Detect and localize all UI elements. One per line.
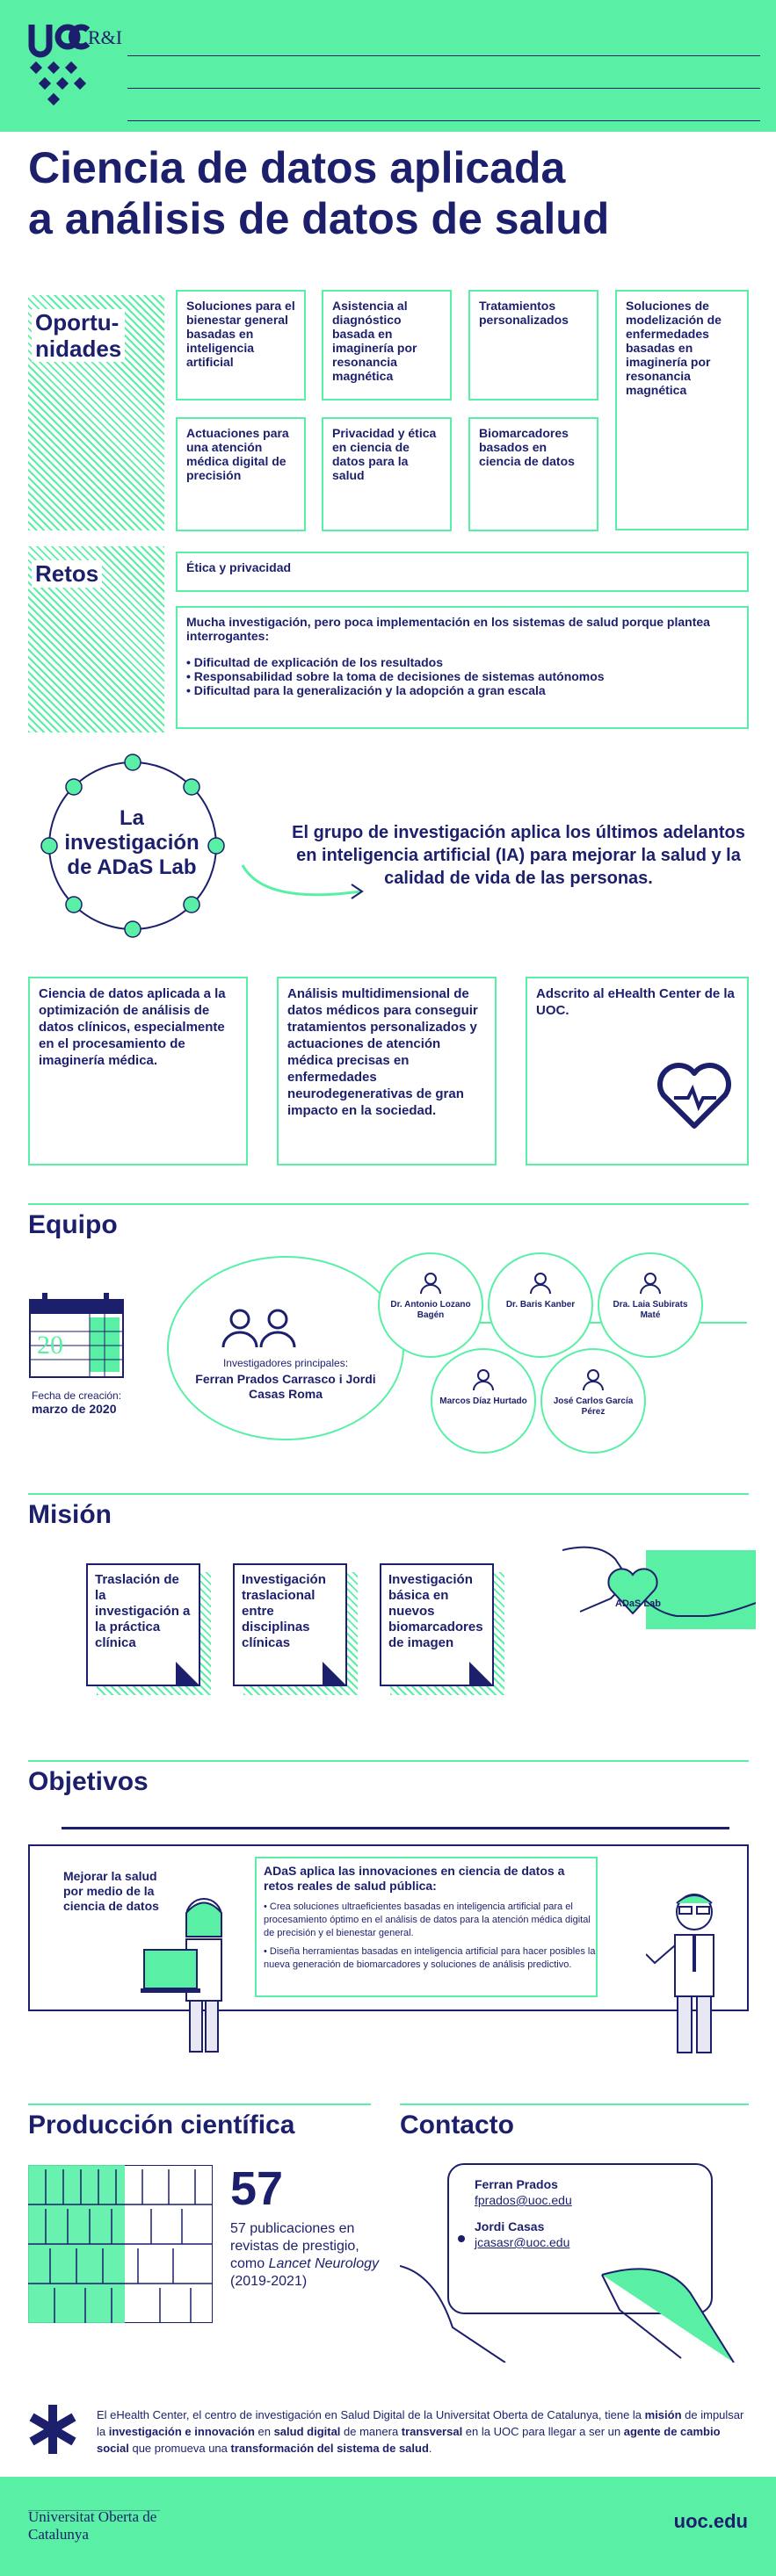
member-card: José Carlos García Pérez [549, 1368, 637, 1418]
mision-doc: Investigación básica en nuevos biomarcad… [380, 1563, 504, 1695]
header-line [127, 88, 760, 89]
person-icon [529, 1272, 552, 1295]
heart-pulse-icon [655, 1056, 734, 1135]
objetivos-left-text: Mejorar la salud por medio de la ciencia… [63, 1869, 159, 1913]
oportunidad-card: Soluciones para el bienestar general bas… [176, 290, 306, 400]
header-line [127, 120, 760, 121]
lab-circle [32, 745, 234, 947]
creation-date: Fecha de creación: marzo de 2020 [32, 1389, 122, 1416]
retos-heading: Retos [32, 560, 103, 588]
title-line-1: Ciencia de datos aplicada [28, 143, 566, 192]
mision-doc: Traslación de la investigación a la prác… [86, 1563, 211, 1695]
equipo-heading: Equipo [28, 1210, 118, 1239]
oportunidad-card: Actuaciones para una atención médica dig… [176, 417, 306, 531]
footer-url-link[interactable]: uoc.edu [673, 2510, 748, 2532]
member-card: Dr. Baris Kanber [497, 1272, 584, 1310]
calendar-number: 20 [37, 1331, 63, 1360]
ri-badge: R&I [88, 26, 123, 48]
arrow-icon [237, 856, 369, 909]
page-title: Ciencia de datos aplicada a análisis de … [28, 142, 749, 244]
member-card: Dra. Laia Subirats Maté [606, 1272, 694, 1321]
oportunidad-card: Asistencia al diagnóstico basada en imag… [322, 290, 452, 400]
person-illustration-right [645, 1884, 743, 2060]
publication-desc: 57 publicaciones en revistas de prestigi… [230, 2221, 379, 2289]
asterisk-icon [26, 2403, 79, 2456]
retos-bullets: Dificultad de explicación de los resulta… [186, 655, 738, 697]
lab-card: Adscrito al eHealth Center de la UOC. [526, 977, 749, 1165]
lab-title: La investigación de ADaS Lab [64, 806, 199, 879]
oportunidad-card: Privacidad y ética en ciencia de datos p… [322, 417, 452, 531]
equipo-rule [28, 1203, 749, 1205]
footer-line [28, 2510, 160, 2511]
objetivos-rule [28, 1760, 749, 1762]
contacto-rule [400, 2103, 749, 2105]
member-circle [540, 1348, 646, 1454]
pi-names: Ferran Prados Carrasco i Jordi Casas Rom… [195, 1372, 376, 1401]
footer-bar: Universitat Oberta de Catalunya uoc.edu [0, 2477, 776, 2576]
hand-heart-icon [562, 1533, 757, 1647]
produccion-rule [28, 2103, 371, 2105]
oportunidad-card: Biomarcadores basados en ciencia de dato… [468, 417, 598, 531]
member-card: Dr. Antonio Lozano Bagén [387, 1272, 475, 1321]
header-bar: uoc R&I [0, 0, 776, 132]
uoc-logo-icon[interactable]: uoc [28, 19, 91, 107]
member-circle [431, 1348, 536, 1454]
person-icon [582, 1368, 605, 1391]
heart-label: ADaS Lab [615, 1598, 661, 1609]
mision-rule [28, 1493, 749, 1495]
member-circle [488, 1252, 593, 1358]
mision-heading: Misión [28, 1500, 112, 1529]
calendar-icon [28, 1291, 125, 1379]
lab-card: Ciencia de datos aplicada a la optimizac… [28, 977, 248, 1165]
reto-card: Ética y privacidad [176, 552, 749, 592]
contact-email-link[interactable]: jcasasr@uoc.edu [475, 2235, 570, 2249]
oportunidad-card: Tratamientos personalizados [468, 290, 598, 400]
phone-icon [399, 2161, 751, 2363]
pi-circle [167, 1256, 404, 1440]
person-icon [639, 1272, 662, 1295]
contacto-heading: Contacto [400, 2111, 514, 2139]
footer-note: El eHealth Center, el centro de investig… [97, 2408, 744, 2455]
contact-name: Jordi Casas [475, 2219, 545, 2233]
person-icon [419, 1272, 442, 1295]
member-card: Marcos Díaz Hurtado [439, 1368, 527, 1407]
member-circle [598, 1252, 703, 1358]
pi-label: Investigadores principales: [222, 1357, 349, 1369]
oportunidades-heading: Oportu- nidades [32, 309, 126, 362]
mision-doc: Investigación traslacional entre discipl… [233, 1563, 358, 1695]
footer-university: Universitat Oberta de Catalunya [28, 2508, 157, 2543]
header-line [127, 55, 760, 56]
title-line-2: a análisis de datos de salud [28, 194, 610, 243]
contact-block: Ferran Prados fprados@uoc.edu Jordi Casa… [475, 2176, 668, 2250]
board-title: ADaS aplica las innovaciones en ciencia … [264, 1864, 565, 1893]
board-pole [62, 1827, 729, 1829]
oportunidad-card: Soluciones de modelización de enfermedad… [615, 290, 749, 530]
lab-statement: El grupo de investigación aplica los últ… [292, 823, 745, 888]
lab-card: Análisis multidimensional de datos médic… [277, 977, 497, 1165]
publication-count: 57 [230, 2162, 284, 2215]
contact-name: Ferran Prados [475, 2177, 558, 2191]
reto-card-interrogantes: Mucha investigación, pero poca implement… [176, 606, 749, 729]
board-bullets: Crea soluciones ultraeficientes basadas … [264, 1901, 598, 1972]
objetivos-heading: Objetivos [28, 1767, 149, 1796]
person-illustration-left [141, 1888, 246, 2055]
pi-icons [218, 1307, 306, 1351]
produccion-heading: Producción científica [28, 2111, 295, 2139]
member-circle [378, 1252, 483, 1358]
books-icon [27, 2164, 214, 2324]
person-icon [472, 1368, 495, 1391]
contact-email-link[interactable]: fprados@uoc.edu [475, 2193, 572, 2207]
